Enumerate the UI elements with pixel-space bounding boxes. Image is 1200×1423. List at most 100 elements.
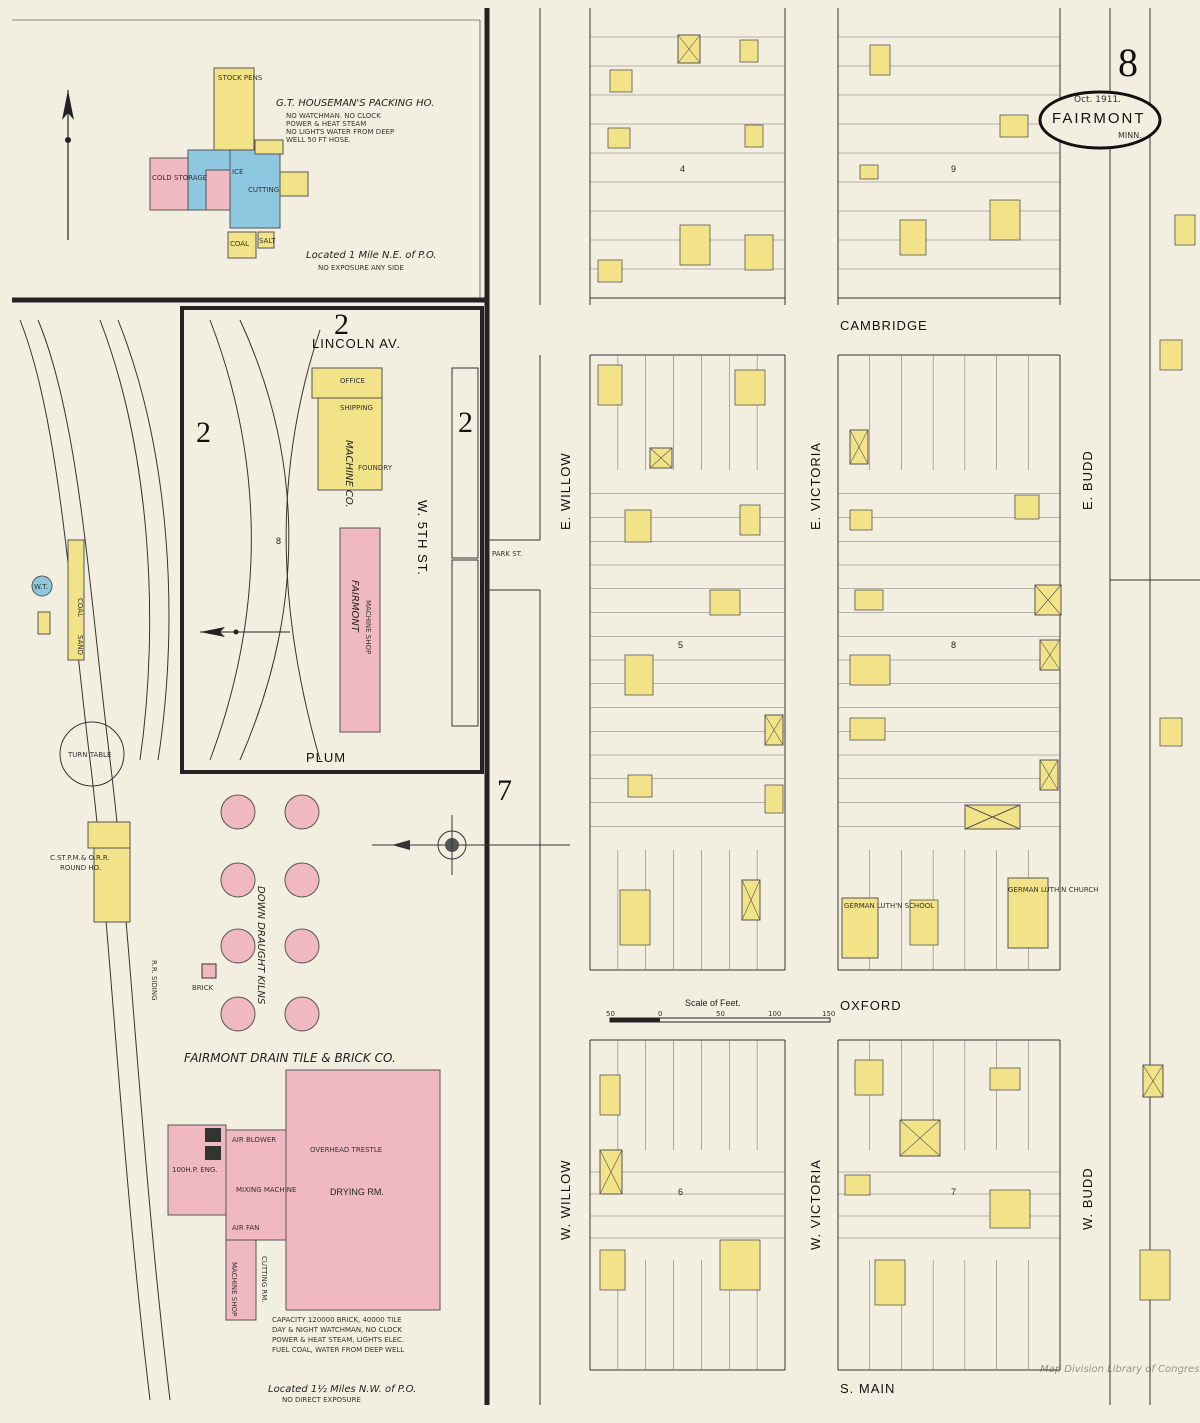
dwelling [627,774,653,798]
packing-note-4: WELL 50 FT HOSE. [286,136,351,144]
street-e-budd: E. BUDD [1080,450,1095,510]
block-2-a: 2 [334,308,349,341]
roundhouse-label-2: ROUND HO. [60,864,101,872]
shipping-label: SHIPPING [340,404,373,412]
block-numbers: 4 9 5 8 6 7 7 [497,164,956,1197]
street-w-willow: W. WILLOW [558,1160,573,1241]
block-7: 7 [951,1187,956,1197]
sheet-city: FAIRMONT [1052,110,1146,127]
dwelling [734,369,766,406]
dwelling [624,509,652,543]
dwelling [854,1059,884,1096]
dwelling [1159,339,1183,371]
salt-label: SALT [259,237,276,245]
dwelling [849,654,891,686]
scale-tick-1: 0 [658,1010,662,1018]
scale-tick-4: 150 [822,1010,835,1018]
kiln [220,996,256,1032]
packing-note-1: NO WATCHMAN. NO CLOCK [286,112,381,120]
dwelling [909,899,939,946]
sheet-date: Oct. 1911. [1074,95,1121,105]
kiln [220,928,256,964]
dwelling [739,39,759,63]
packing-note-2: POWER & HEAT STEAM [286,120,366,128]
dwelling [989,1189,1031,1229]
kiln [284,928,320,964]
dwelling [859,164,879,180]
street-cambridge: CAMBRIDGE [840,318,928,333]
dwelling [854,589,884,611]
title-cartouche: 8 Oct. 1911. FAIRMONT MINN. [1038,40,1162,150]
water-tank [31,575,53,597]
dwelling [989,199,1021,241]
machine-shop-brick-label: MACHINE SHOP [230,1262,238,1316]
capacity-label: CAPACITY 120000 BRICK, 40000 TILE [272,1316,402,1324]
dwelling [1159,717,1183,747]
packing-house-inset: G.T. HOUSEMAN'S PACKING HO. NO WATCHMAN.… [62,67,437,272]
outbuilding-cross [599,1149,623,1195]
dwelling [597,364,623,406]
dwelling [849,717,886,741]
dwelling [989,1067,1021,1091]
coal-shed [67,539,85,661]
block-6: 6 [678,1187,683,1197]
block-5: 5 [678,640,683,650]
ice-label: ICE [232,168,243,176]
scale-tick-2: 50 [716,1010,725,1018]
air-blower-label: AIR BLOWER [232,1136,276,1144]
fairmont-name: FAIRMONT [349,580,360,633]
sand-shed-label: SAND [76,635,84,655]
outbuilding-cross [849,429,869,465]
north-arrow-icon-2 [200,627,290,637]
turn-table [59,721,125,787]
coal-shed-label: COAL [76,598,84,617]
library-stamp: Map Division Library of Congress [1040,1364,1200,1375]
church-label: GERMAN LUTH'N CHURCH [1008,886,1099,894]
kiln [284,996,320,1032]
street-oxford: OXFORD [840,998,902,1013]
outbuilding-cross [677,34,701,64]
coal-label: COAL [230,240,249,248]
street-w-5th: W. 5TH ST. [415,500,430,576]
outbuilding-cross [1039,759,1059,791]
dwelling [609,69,633,93]
air-fan-label: AIR FAN [232,1224,259,1232]
street-park: PARK ST. [492,550,522,558]
street-e-willow: E. WILLOW [558,452,573,530]
main-grid [487,8,1200,1405]
brick-label: BRICK [192,984,214,992]
kiln [220,862,256,898]
drying-room-label: DRYING RM. [330,1187,384,1197]
brick-co-area [220,794,320,1032]
packing-location: Located 1 Mile N.E. of P.O. [306,250,437,261]
water-tank-label: W.T. [34,583,48,591]
dwelling [599,1074,621,1116]
dwelling [679,224,711,266]
scale-bar: Scale of Feet. 50 0 50 100 150 [606,998,835,1023]
railroad-area: COAL SAND W.T. TURN TABLE C.ST.P.M.& O.R… [19,319,171,1401]
street-labels: CAMBRIDGE OXFORD S. MAIN E. WILLOW E. VI… [492,318,1095,1396]
dwelling [719,1239,761,1291]
inset-frames [12,8,490,1405]
dwelling [764,784,784,814]
outbuilding-cross [741,879,761,921]
dwelling [999,114,1029,138]
block-8: 8 [951,640,956,650]
kiln [220,794,256,830]
street-w-budd: W. BUDD [1080,1167,1095,1230]
machine-shop-label: MACHINE SHOP [364,600,372,654]
kilns-label: DOWN DRAUGHT KILNS [255,886,266,1005]
outbuilding-cross [899,1119,941,1157]
kiln [284,794,320,830]
dwelling [624,654,654,696]
engine-label: 100H.P. ENG. [172,1166,218,1174]
scale-tick-0: 50 [606,1010,615,1018]
foundry-label: FOUNDRY [358,464,393,472]
siding-label: R.R. SIDING [150,960,158,1001]
office-label: OFFICE [340,377,365,385]
brick-co-title: FAIRMONT DRAIN TILE & BRICK CO. [184,1051,396,1065]
mixing-machine-label: MIXING MACHINE [236,1186,296,1194]
trestle-label: OVERHEAD TRESTLE [310,1146,382,1154]
scale-label: Scale of Feet. [685,998,741,1008]
outbuilding-cross [649,447,673,469]
